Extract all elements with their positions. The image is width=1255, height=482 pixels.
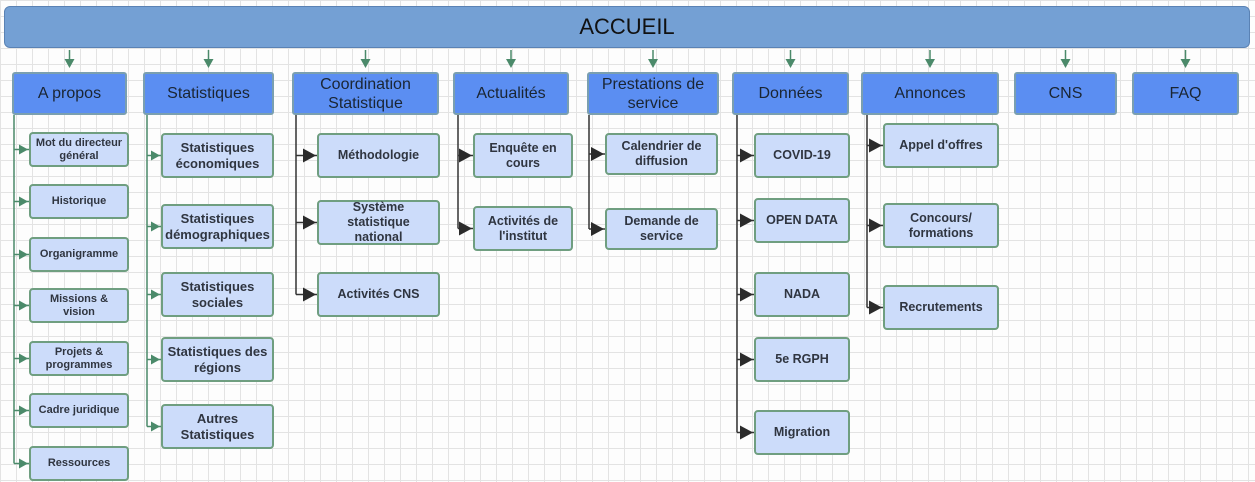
root-node-accueil: ACCUEIL bbox=[4, 6, 1250, 48]
right-arrow-icon bbox=[151, 221, 160, 232]
right-arrow-icon bbox=[869, 138, 882, 153]
submenu-item-apropos: Missions & vision bbox=[29, 288, 129, 323]
submenu-item-donnees: COVID-19 bbox=[754, 133, 850, 178]
right-arrow-icon bbox=[151, 150, 160, 161]
submenu-item-apropos: Projets & programmes bbox=[29, 341, 129, 376]
down-arrow-icon bbox=[64, 59, 75, 68]
submenu-item-donnees: NADA bbox=[754, 272, 850, 317]
right-arrow-icon bbox=[740, 148, 753, 163]
submenu-item-donnees: Migration bbox=[754, 410, 850, 455]
down-arrow-icon bbox=[1060, 59, 1071, 68]
right-arrow-icon bbox=[869, 300, 882, 315]
right-arrow-icon bbox=[591, 222, 604, 236]
menu-cns: CNS bbox=[1014, 72, 1117, 115]
submenu-item-apropos: Historique bbox=[29, 184, 129, 219]
submenu-item-apropos: Mot du directeur général bbox=[29, 132, 129, 167]
submenu-item-donnees: OPEN DATA bbox=[754, 198, 850, 243]
right-arrow-icon bbox=[303, 148, 316, 163]
submenu-item-prestations: Calendrier de diffusion bbox=[605, 133, 718, 175]
down-arrow-icon bbox=[203, 59, 214, 68]
down-arrow-icon bbox=[648, 59, 658, 68]
right-arrow-icon bbox=[740, 287, 753, 302]
right-arrow-icon bbox=[303, 215, 316, 230]
right-arrow-icon bbox=[740, 425, 753, 440]
submenu-item-statistiques: Statistiques démographiques bbox=[161, 204, 274, 249]
menu-statistiques: Statistiques bbox=[143, 72, 274, 115]
right-arrow-icon bbox=[19, 458, 28, 469]
submenu-item-coordination: Système statistique national bbox=[317, 200, 440, 245]
right-arrow-icon bbox=[869, 218, 882, 233]
submenu-item-apropos: Organigramme bbox=[29, 237, 129, 272]
submenu-item-statistiques: Statistiques des régions bbox=[161, 337, 274, 382]
down-arrow-icon bbox=[360, 59, 371, 68]
menu-apropos: A propos bbox=[12, 72, 127, 115]
submenu-item-statistiques: Statistiques sociales bbox=[161, 272, 274, 317]
right-arrow-icon bbox=[151, 289, 160, 300]
submenu-item-donnees: 5e RGPH bbox=[754, 337, 850, 382]
right-arrow-icon bbox=[151, 354, 160, 365]
submenu-item-statistiques: Statistiques économiques bbox=[161, 133, 274, 178]
right-arrow-icon bbox=[19, 249, 28, 260]
right-arrow-icon bbox=[19, 300, 28, 311]
down-arrow-icon bbox=[1180, 59, 1191, 68]
right-arrow-icon bbox=[19, 196, 28, 207]
submenu-item-actualites: Enquête en cours bbox=[473, 133, 573, 178]
menu-donnees: Données bbox=[732, 72, 849, 115]
right-arrow-icon bbox=[19, 144, 28, 155]
right-arrow-icon bbox=[459, 148, 472, 163]
submenu-item-annonces: Appel d'offres bbox=[883, 123, 999, 168]
menu-coordination: Coordination Statistique bbox=[292, 72, 439, 115]
right-arrow-icon bbox=[740, 352, 753, 367]
right-arrow-icon bbox=[151, 421, 160, 432]
submenu-item-statistiques: Autres Statistiques bbox=[161, 404, 274, 449]
menu-faq: FAQ bbox=[1132, 72, 1239, 115]
right-arrow-icon bbox=[459, 221, 472, 236]
menu-actualites: Actualités bbox=[453, 72, 569, 115]
submenu-item-annonces: Concours/ formations bbox=[883, 203, 999, 248]
right-arrow-icon bbox=[591, 147, 604, 161]
down-arrow-icon bbox=[506, 59, 516, 68]
down-arrow-icon bbox=[785, 59, 796, 68]
submenu-item-annonces: Recrutements bbox=[883, 285, 999, 330]
right-arrow-icon bbox=[19, 353, 28, 364]
down-arrow-icon bbox=[925, 59, 935, 68]
submenu-item-apropos: Ressources bbox=[29, 446, 129, 481]
menu-annonces: Annonces bbox=[861, 72, 999, 115]
right-arrow-icon bbox=[740, 213, 753, 228]
right-arrow-icon bbox=[19, 405, 28, 416]
submenu-item-apropos: Cadre juridique bbox=[29, 393, 129, 428]
submenu-item-coordination: Méthodologie bbox=[317, 133, 440, 178]
right-arrow-icon bbox=[303, 287, 316, 302]
menu-prestations: Prestations de service bbox=[587, 72, 719, 115]
submenu-item-coordination: Activités CNS bbox=[317, 272, 440, 317]
submenu-item-prestations: Demande de service bbox=[605, 208, 718, 250]
submenu-item-actualites: Activités de l'institut bbox=[473, 206, 573, 251]
